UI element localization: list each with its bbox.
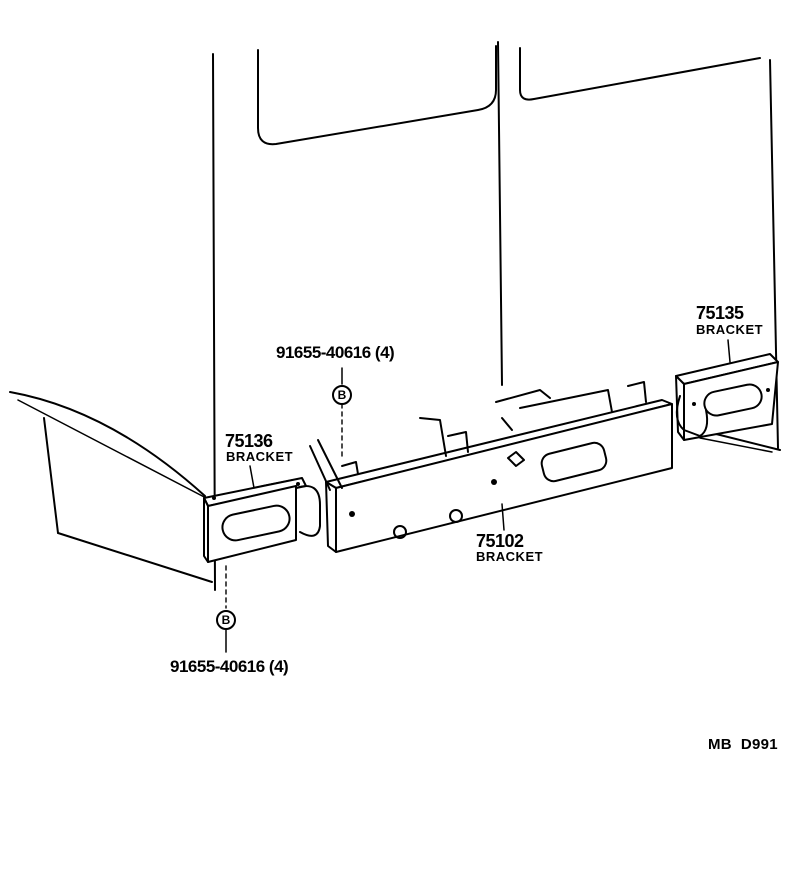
callout-right-bracket-name: BRACKET bbox=[696, 322, 764, 337]
callout-left-bracket-part-no: 75136 bbox=[225, 431, 273, 451]
callout-left-bracket-name: BRACKET bbox=[226, 449, 294, 464]
bolt-b-symbol-bottom: B bbox=[216, 610, 236, 630]
leader-lines bbox=[225, 339, 731, 653]
bolt-b-symbol-top: B bbox=[332, 385, 352, 405]
bracket-75136-shape bbox=[203, 477, 321, 563]
callout-center-bracket-name: BRACKET bbox=[476, 549, 544, 564]
callout-right-bracket-part-no: 75135 bbox=[696, 303, 744, 323]
callout-center-bracket-part-no: 75102 bbox=[476, 531, 524, 551]
callout-bolt-bottom-part-no: 91655-40616 (4) bbox=[170, 657, 289, 676]
bracket-75135-shape bbox=[675, 353, 779, 453]
figure-code: MB D991 bbox=[708, 736, 778, 753]
callout-bolt-top-part-no: 91655-40616 (4) bbox=[276, 343, 395, 362]
bracket-75102-shape bbox=[309, 381, 673, 553]
